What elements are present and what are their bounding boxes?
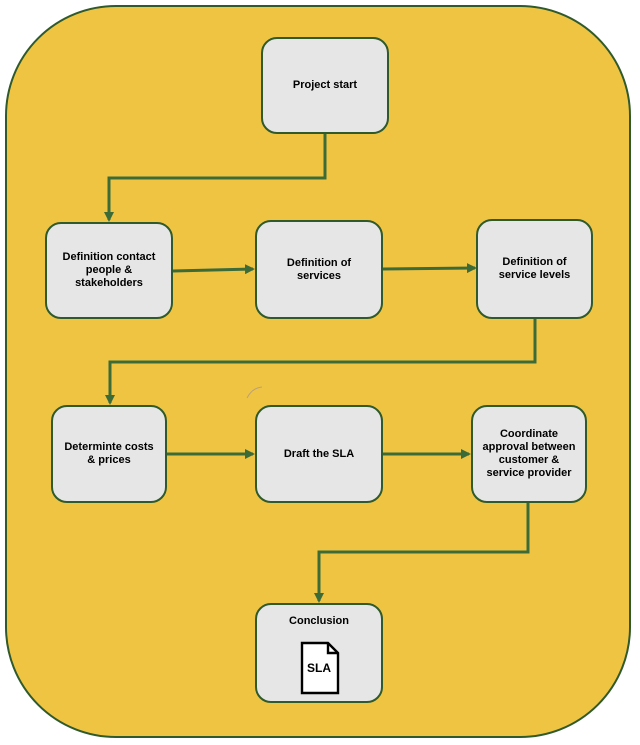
node-definition-contact: Definition contact people & stakeholders bbox=[45, 222, 173, 319]
arrow-levels-to-costs bbox=[105, 319, 537, 405]
arrow-start-to-contact bbox=[104, 134, 327, 222]
node-project-start: Project start bbox=[261, 37, 389, 134]
node-conclusion: Conclusion SLA bbox=[255, 603, 383, 703]
node-coordinate-approval: Coordinate approval between customer & s… bbox=[471, 405, 587, 503]
rounded-container bbox=[5, 5, 631, 738]
node-conclusion-label: Conclusion bbox=[289, 615, 349, 627]
node-coordinate-approval-label: Coordinate approval between customer & s… bbox=[482, 428, 576, 479]
document-icon-label: SLA bbox=[307, 661, 331, 675]
node-determine-costs-label: Determinte costs & prices bbox=[64, 441, 154, 466]
node-draft-sla-label: Draft the SLA bbox=[283, 447, 355, 460]
node-draft-sla: Draft the SLA bbox=[255, 405, 383, 503]
node-determine-costs: Determinte costs & prices bbox=[51, 405, 167, 503]
node-project-start-label: Project start bbox=[292, 79, 358, 91]
document-icon bbox=[300, 641, 340, 695]
faint-curve-mark bbox=[246, 386, 263, 399]
node-definition-service-levels-label: Definition of service levels bbox=[498, 256, 571, 281]
node-definition-services: Definition of services bbox=[255, 220, 383, 319]
node-definition-contact-label: Definition contact people & stakeholders bbox=[62, 251, 156, 289]
arrow-coordinate-to-conclusion bbox=[314, 502, 530, 603]
arrow-services-to-levels bbox=[382, 263, 477, 274]
arrow-contact-to-services bbox=[172, 264, 255, 275]
node-definition-services-label: Definition of services bbox=[286, 256, 352, 282]
node-definition-service-levels: Definition of service levels bbox=[476, 219, 593, 319]
